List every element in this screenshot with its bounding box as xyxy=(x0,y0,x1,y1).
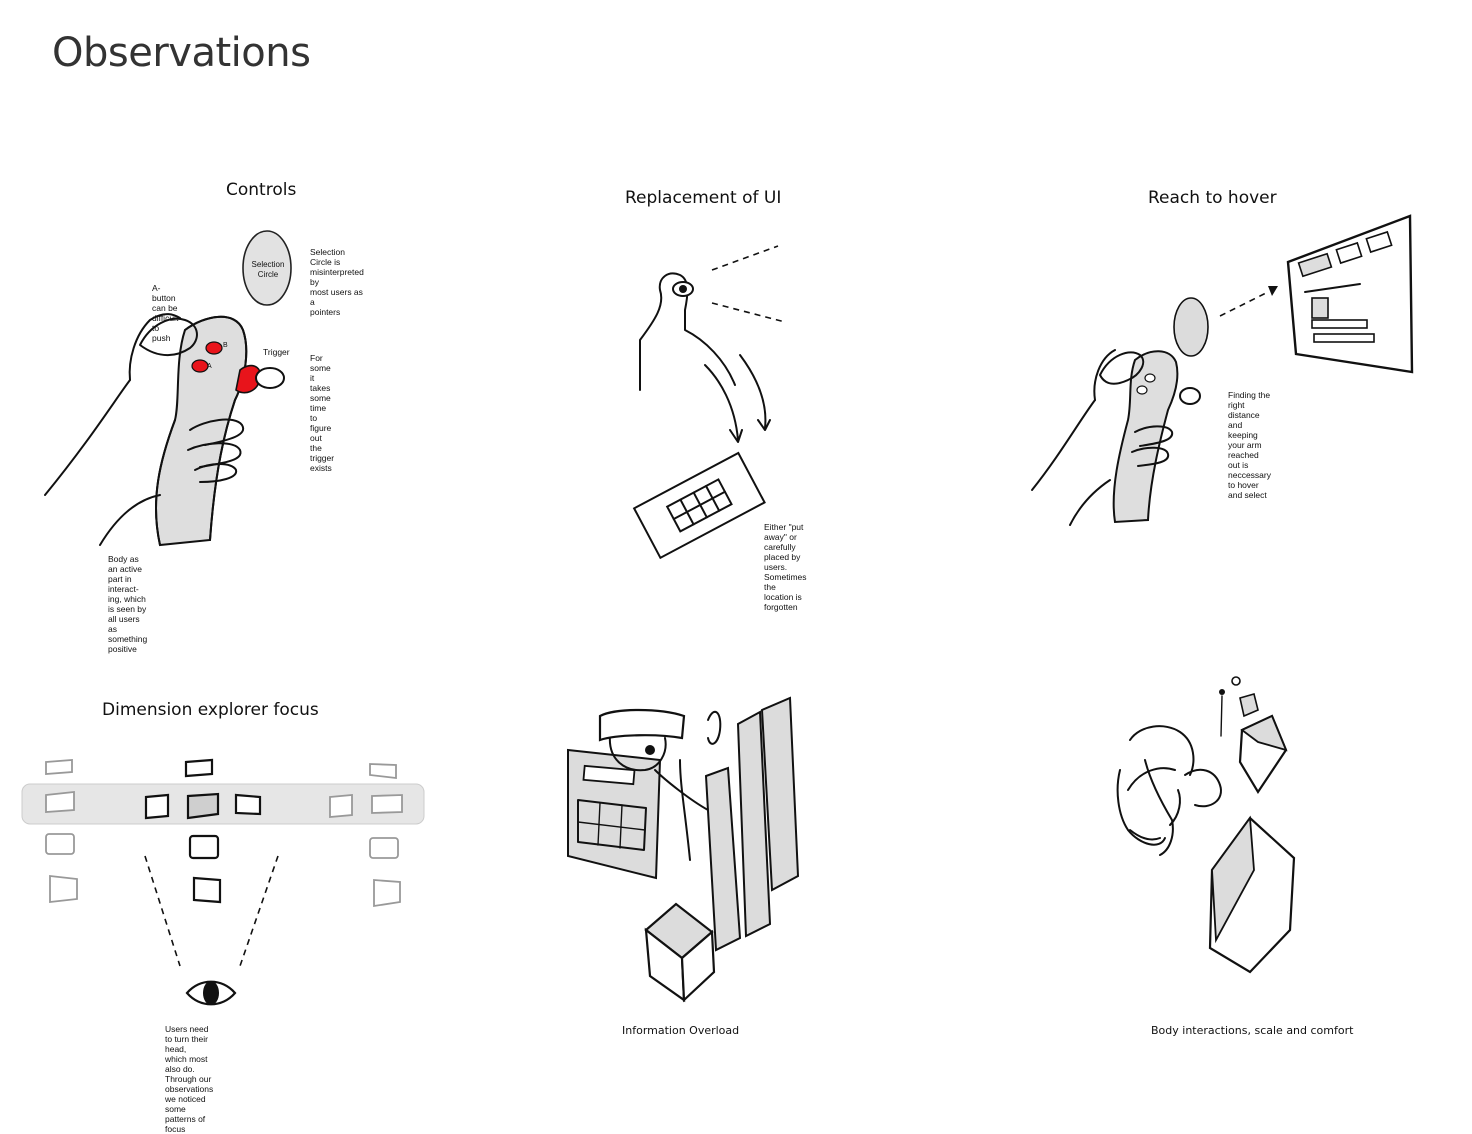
head-and-panel-illustration xyxy=(632,245,786,560)
information-overload-illustration xyxy=(567,696,800,1003)
overload-caption: Information Overload xyxy=(622,1024,740,1037)
button-b-label: B xyxy=(223,342,228,349)
page-title: Observations xyxy=(52,30,311,76)
replacement-heading: Replacement of UI xyxy=(625,188,782,208)
body-caption: Body interactions, scale and comfort xyxy=(1151,1024,1354,1037)
trigger-label: Trigger xyxy=(263,347,290,357)
selection-circle-label: Selection Circle xyxy=(251,260,285,279)
trigger-note: For some it takes some time to figure ou… xyxy=(310,353,335,473)
body-active-note: Body as an active part in interact- ing,… xyxy=(108,554,148,654)
controller-hand-illustration xyxy=(44,230,292,547)
dimension-heading: Dimension explorer focus xyxy=(102,700,319,720)
button-a-label: A xyxy=(207,363,212,370)
replacement-note: Either "put away" or carefully placed by… xyxy=(764,522,807,612)
reach-illustration xyxy=(1031,214,1414,526)
reach-note: Finding the right distance and keeping y… xyxy=(1228,390,1271,500)
body-interactions-illustration xyxy=(1116,676,1296,974)
a-button-note: A-button can be difficult to push xyxy=(152,283,179,343)
selection-circle-note: Selection Circle is misinterpreted by mo… xyxy=(310,247,364,317)
focus-pattern-illustration xyxy=(21,758,425,1006)
reach-heading: Reach to hover xyxy=(1148,188,1277,208)
controls-heading: Controls xyxy=(226,180,297,200)
